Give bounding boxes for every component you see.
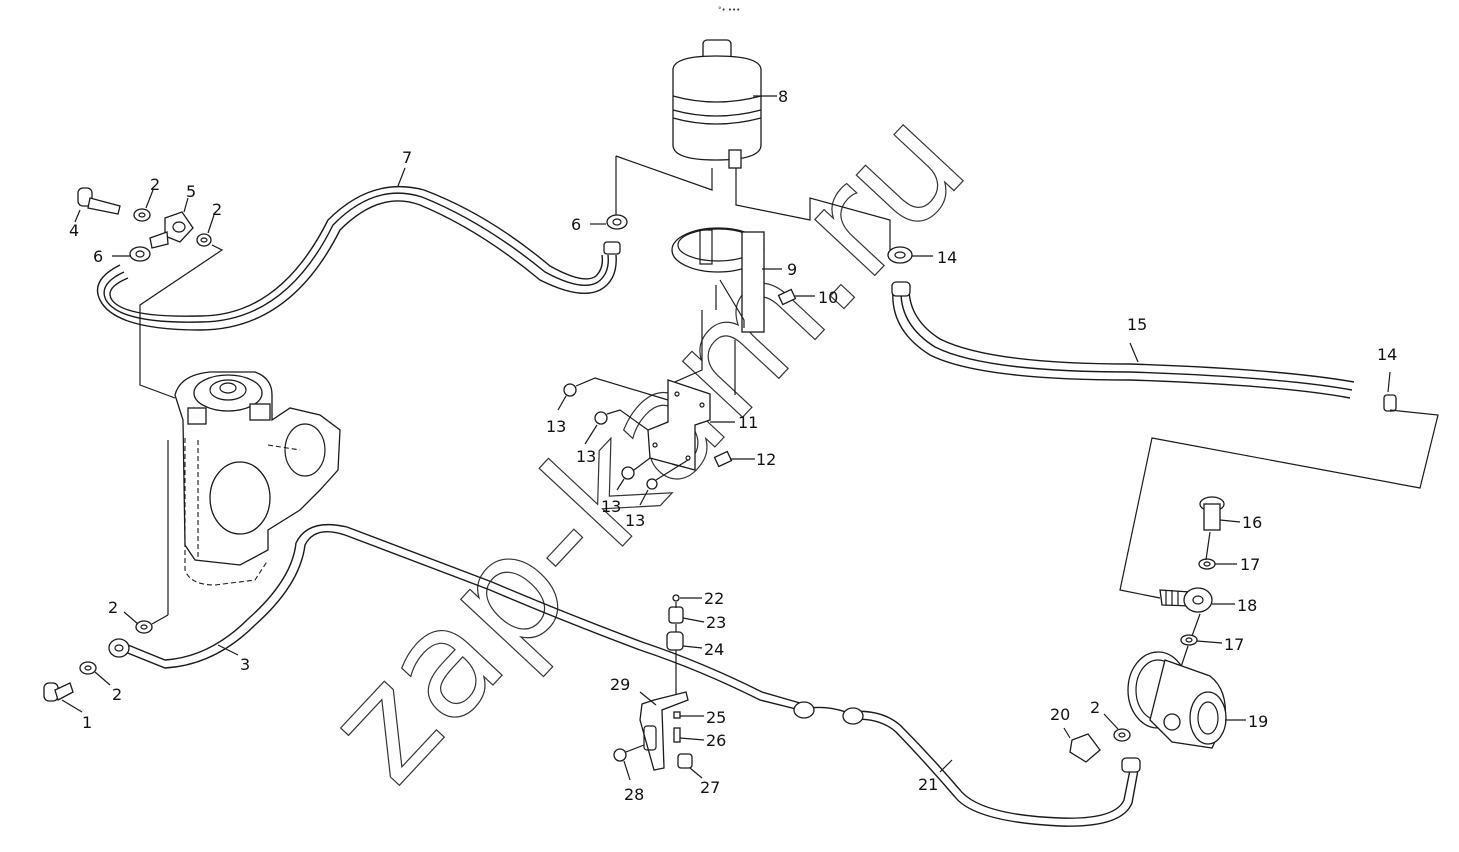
- callout-27: 27: [700, 778, 720, 797]
- nut-13-a: [557, 377, 669, 411]
- callout-1: 1: [82, 713, 92, 732]
- clamp-6-right: [590, 214, 628, 230]
- callout-21: 21: [918, 775, 938, 794]
- spacer-23: [668, 606, 705, 624]
- callout-16: 16: [1242, 513, 1262, 532]
- callout-15: 15: [1127, 315, 1147, 334]
- bracket-leader-lines: [667, 310, 736, 395]
- callout-2-c: 2: [108, 598, 118, 617]
- fitting-20: [1063, 727, 1101, 763]
- banjo-bolt-4: [74, 187, 121, 223]
- banjo-5: [149, 197, 194, 249]
- callout-14-right: 14: [1377, 345, 1397, 364]
- callout-14-top: 14: [937, 248, 957, 267]
- clip-22: [672, 594, 702, 602]
- sleeve-26: [673, 727, 705, 743]
- callout-7: 7: [402, 148, 412, 167]
- callout-13-d: 13: [625, 511, 645, 530]
- nut-13-d: [639, 459, 689, 506]
- callout-2-e: 2: [1090, 698, 1100, 717]
- callout-29: 29: [610, 675, 630, 694]
- callout-20: 20: [1050, 705, 1070, 724]
- bolt-27: [677, 753, 703, 779]
- callout-labels: 1 2 2 2 2 2 3 4 5 6 6 7 8 9 10 11 12 13 …: [69, 87, 1397, 804]
- washer-2-d: [79, 661, 111, 686]
- power-steering-pump: [1127, 651, 1246, 749]
- callout-11: 11: [738, 413, 758, 432]
- callout-13-c: 13: [601, 497, 621, 516]
- right-leader-frame: [1119, 409, 1439, 599]
- callout-18: 18: [1237, 596, 1257, 615]
- callout-9: 9: [787, 260, 797, 279]
- washer-2-b: [196, 214, 215, 247]
- callout-2-b: 2: [212, 200, 222, 219]
- pipe-3: [124, 523, 801, 711]
- banjo-bolt-16: [1199, 496, 1241, 531]
- reservoir-connection-lines: [615, 155, 891, 250]
- clamp-6-left: [112, 246, 151, 262]
- clamp-14-top: [887, 246, 933, 264]
- hose-15: [891, 281, 1355, 399]
- washer-2-a: [133, 189, 154, 222]
- mounting-plate: [647, 379, 735, 471]
- callout-2-d: 2: [112, 685, 122, 704]
- hose-7: [96, 167, 621, 331]
- banjo-end-3: [108, 638, 130, 658]
- nut-13-b: [584, 409, 649, 445]
- callout-25: 25: [706, 708, 726, 727]
- callout-13-b: 13: [576, 447, 596, 466]
- callout-8: 8: [778, 87, 788, 106]
- callout-6-right: 6: [571, 215, 581, 234]
- steering-gear: [174, 371, 341, 586]
- callout-17-b: 17: [1224, 635, 1244, 654]
- nut-28: [613, 744, 645, 781]
- washer-17-a: [1198, 558, 1237, 570]
- callout-23: 23: [706, 613, 726, 632]
- hose-21: [793, 701, 1141, 827]
- banjo-18: [1159, 587, 1235, 613]
- callout-22: 22: [704, 589, 724, 608]
- callout-24: 24: [704, 640, 724, 659]
- callout-5: 5: [186, 182, 196, 201]
- washer-2-e: [1103, 713, 1131, 742]
- bolt-25: [673, 711, 704, 719]
- callout-17-a: 17: [1240, 555, 1260, 574]
- nut-13-c: [616, 457, 651, 491]
- callout-19: 19: [1248, 712, 1268, 731]
- bolt-10: [777, 288, 815, 306]
- bushing-24: [666, 631, 703, 651]
- bolt-12: [713, 450, 755, 468]
- callout-10: 10: [818, 288, 838, 307]
- callout-2-a: 2: [150, 175, 160, 194]
- washer-17-b: [1180, 634, 1223, 646]
- callout-4: 4: [69, 221, 79, 240]
- washer-2-c: [123, 440, 169, 634]
- header-mark: °• •••: [718, 6, 740, 14]
- callout-6-left: 6: [93, 247, 103, 266]
- callout-3: 3: [240, 655, 250, 674]
- bracket-29: [639, 691, 689, 771]
- clamp-14-right: [1383, 371, 1397, 412]
- callout-28: 28: [624, 785, 644, 804]
- callout-26: 26: [706, 731, 726, 750]
- callout-12: 12: [756, 450, 776, 469]
- callout-13-a: 13: [546, 417, 566, 436]
- banjo-bolt-1: [43, 682, 83, 713]
- oil-reservoir: [672, 39, 777, 169]
- reservoir-bracket: [671, 227, 782, 333]
- left-leader-frame: [139, 244, 224, 399]
